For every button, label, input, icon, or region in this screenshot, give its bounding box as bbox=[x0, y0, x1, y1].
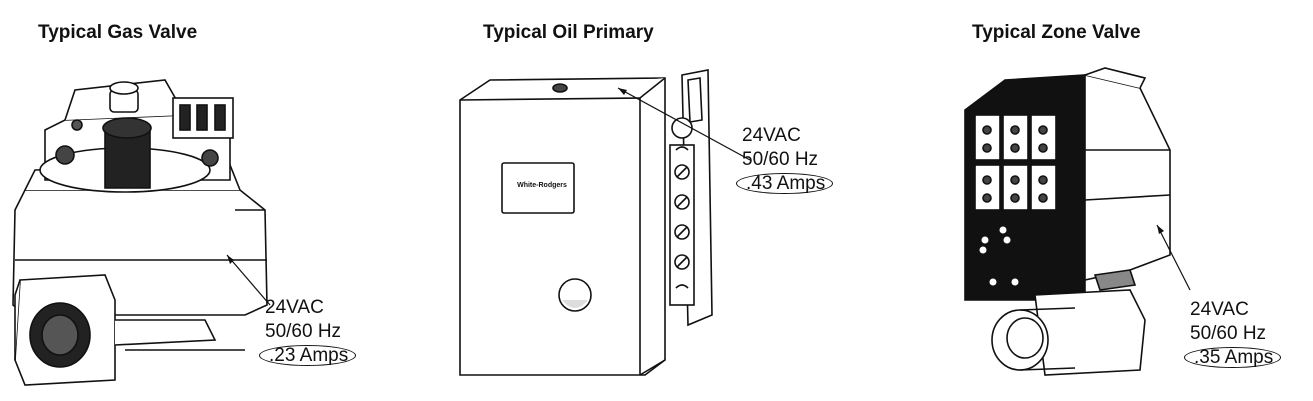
zone-valve-spec: 24VAC 50/60 Hz .35 Amps bbox=[1184, 298, 1282, 370]
oil-primary-title: Typical Oil Primary bbox=[483, 22, 654, 43]
zone-valve-panel: Typical Zone Valve bbox=[920, 0, 1313, 401]
gas-valve-voltage: 24VAC bbox=[265, 297, 324, 318]
zone-valve-voltage: 24VAC bbox=[1190, 299, 1249, 320]
zone-valve-illustration bbox=[964, 67, 1191, 376]
oil-primary-voltage: 24VAC bbox=[742, 125, 801, 146]
oil-primary-frequency: 50/60 Hz bbox=[742, 149, 819, 170]
oil-primary-illustration bbox=[459, 69, 751, 376]
gas-valve-illustration bbox=[12, 79, 271, 386]
gas-valve-panel: Typical Gas Valve bbox=[0, 0, 420, 401]
oil-primary-current-badge: .43 Amps bbox=[736, 172, 834, 196]
gas-valve-frequency: 50/60 Hz bbox=[265, 321, 342, 342]
oil-primary-brand-label: White-Rodgers bbox=[517, 182, 567, 189]
zone-valve-current-badge: .35 Amps bbox=[1184, 346, 1282, 370]
zone-valve-title: Typical Zone Valve bbox=[972, 22, 1141, 43]
gas-valve-title: Typical Gas Valve bbox=[38, 22, 198, 43]
gas-valve-current-badge: .23 Amps bbox=[259, 344, 357, 368]
gas-valve-spec: 24VAC 50/60 Hz .23 Amps bbox=[259, 296, 357, 368]
oil-primary-spec: 24VAC 50/60 Hz .43 Amps bbox=[736, 124, 834, 196]
zone-valve-frequency: 50/60 Hz bbox=[1190, 323, 1267, 344]
oil-primary-panel: Typical Oil Primary bbox=[430, 0, 880, 401]
